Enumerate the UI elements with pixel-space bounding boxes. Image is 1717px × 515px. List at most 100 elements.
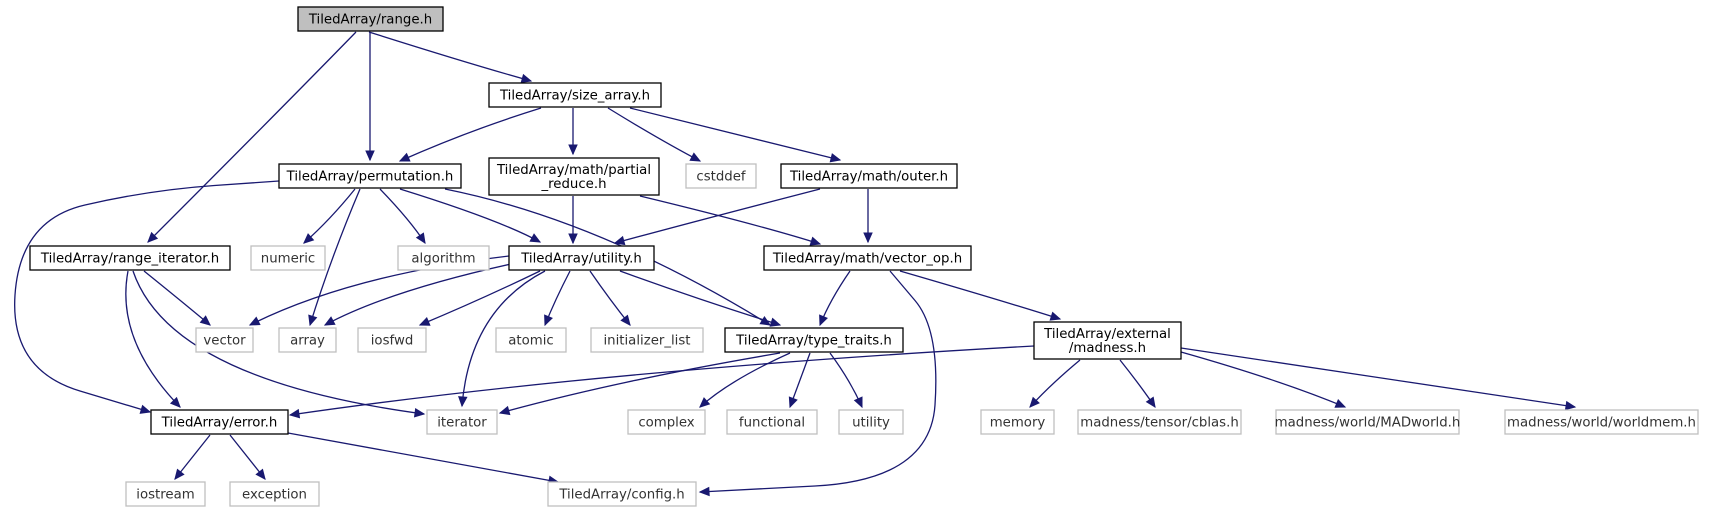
arrow-head-icon [199, 315, 211, 326]
edge-type-traits-to-functional [788, 352, 811, 409]
arrow-head-icon [788, 396, 798, 409]
arrow-head-icon [398, 152, 411, 162]
edge-line [699, 270, 937, 493]
node-box [627, 409, 706, 435]
edge-line [125, 270, 181, 408]
node-utility-h[interactable]: TiledArray/utility.h [508, 245, 655, 271]
edge-vector-op-to-madness-h [899, 270, 1062, 321]
node-label: memory [990, 416, 1046, 431]
node-box [508, 245, 655, 271]
edge-line [444, 188, 771, 326]
node-label: TiledArray/permutation.h [286, 170, 454, 185]
node-label: madness/tensor/cblas.h [1080, 416, 1239, 431]
node-permutation[interactable]: TiledArray/permutation.h [278, 163, 462, 189]
arrow-head-icon [829, 153, 842, 163]
node-box [495, 327, 567, 353]
arrow-head-icon [139, 404, 152, 414]
edge-size-array-to-outer [629, 107, 842, 163]
edge-line [639, 195, 821, 245]
edge-line [614, 188, 821, 244]
arrow-head-icon [699, 397, 711, 408]
node-madworld: madness/world/MADworld.h [1275, 409, 1461, 435]
node-vector-op[interactable]: TiledArray/math/vector_op.h [763, 245, 972, 271]
edge-madness-h-to-madworld [1180, 351, 1347, 408]
node-madness-h[interactable]: TiledArray/external/madness.h [1033, 321, 1182, 360]
node-box [1504, 409, 1699, 435]
arrow-head-icon [520, 73, 533, 84]
node-label: TiledArray/error.h [161, 416, 278, 431]
node-box [150, 409, 289, 435]
edge-line [399, 188, 541, 243]
node-box [726, 409, 818, 435]
arrow-head-icon [308, 314, 318, 327]
arrow-head-icon [1145, 396, 1156, 409]
node-label: TiledArray/range.h [308, 13, 432, 28]
edge-type-traits-to-complex [699, 352, 791, 408]
edge-line [607, 107, 701, 162]
node-outer[interactable]: TiledArray/math/outer.h [780, 163, 958, 189]
node-array: array [278, 327, 337, 353]
edge-range-iterator-to-vector [143, 270, 211, 326]
node-size-array[interactable]: TiledArray/size_array.h [488, 82, 662, 108]
node-complex: complex [627, 409, 706, 435]
arrow-head-icon [529, 233, 542, 243]
edge-outer-to-vector-op [863, 189, 873, 244]
arrow-head-icon [819, 314, 828, 327]
edge-error-to-exception [229, 434, 266, 480]
arrow-head-icon [365, 150, 375, 162]
node-label: TiledArray/math/partial [496, 163, 651, 178]
edge-line [619, 270, 781, 326]
arrow-head-icon [498, 405, 511, 416]
edge-line [899, 270, 1061, 320]
node-functional: functional [726, 409, 818, 435]
edge-line [461, 270, 546, 407]
node-cblas: madness/tensor/cblas.h [1077, 409, 1242, 435]
node-label: madness/world/MADworld.h [1275, 416, 1461, 431]
node-cstddef: cstddef [685, 163, 757, 189]
edge-outer-to-utility-h [613, 188, 821, 246]
node-label: iostream [136, 488, 194, 503]
edge-partial-reduce-to-vector-op [639, 195, 822, 246]
arrow-head-icon [248, 316, 261, 326]
edge-utility-h-to-type-traits [619, 270, 782, 327]
arrow-head-icon [303, 233, 315, 244]
arrow-head-icon [1029, 396, 1040, 408]
edge-size-array-to-permutation [398, 107, 542, 162]
edge-line [147, 31, 357, 243]
node-partial-reduce[interactable]: TiledArray/math/partial_reduce.h [488, 157, 660, 196]
node-iostream: iostream [125, 481, 206, 507]
node-box [685, 163, 757, 189]
edge-line [589, 270, 631, 326]
edge-line [379, 188, 426, 244]
node-range[interactable]: TiledArray/range.h [297, 6, 444, 32]
node-utility: utility [838, 409, 904, 435]
edge-line [1180, 347, 1576, 408]
edge-permutation-to-utility-h [399, 188, 542, 243]
node-box [278, 327, 337, 353]
node-box [357, 327, 427, 353]
node-range-iterator[interactable]: TiledArray/range_iterator.h [29, 245, 231, 271]
node-box [278, 163, 462, 189]
edge-permutation-to-array [308, 188, 361, 327]
edges-layer [14, 31, 1577, 497]
edge-type-traits-to-utility [829, 352, 863, 409]
node-box [980, 409, 1055, 435]
edge-madness-h-to-cblas [1119, 359, 1156, 409]
node-label: cstddef [696, 170, 746, 185]
arrow-head-icon [1334, 398, 1347, 408]
edge-utility-h-to-atomic [544, 270, 571, 327]
node-label: TiledArray/size_array.h [499, 89, 650, 104]
node-label: exception [242, 488, 307, 503]
arrow-head-icon [863, 232, 873, 244]
node-box [724, 327, 904, 353]
node-box [195, 327, 254, 353]
node-box [250, 245, 326, 271]
node-type-traits[interactable]: TiledArray/type_traits.h [724, 327, 904, 353]
edge-type-traits-to-iterator [498, 352, 781, 416]
node-iterator: iterator [426, 409, 498, 435]
node-box [397, 245, 490, 271]
edge-line [289, 345, 1035, 416]
node-error[interactable]: TiledArray/error.h [150, 409, 289, 435]
node-label: /madness.h [1069, 341, 1146, 356]
